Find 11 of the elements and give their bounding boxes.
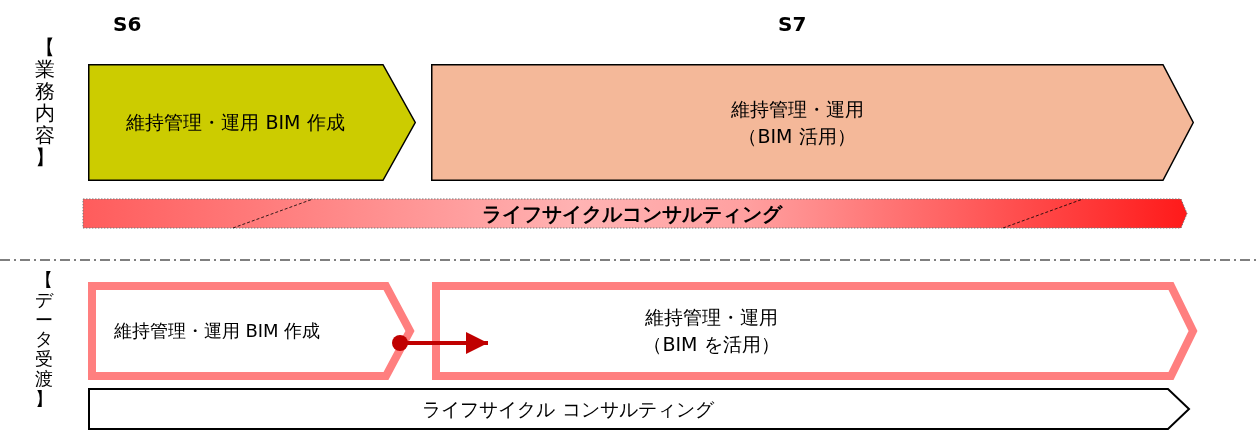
band-label: ライフサイクルコンサルティング [482, 200, 782, 228]
arrow [392, 332, 488, 354]
row-heading: 【業務内容】 [35, 36, 55, 168]
stage-label: S7 [778, 12, 807, 36]
box-label: ライフサイクル コンサルティング [422, 396, 714, 422]
box-label: 維持管理・運用 BIM 作成 [126, 110, 345, 136]
box-label: 維持管理・運用（BIM を活用） [642, 305, 781, 357]
box-label: 維持管理・運用（BIM 活用） [729, 96, 865, 149]
row-heading: 【データ受渡】 [35, 270, 53, 409]
box-label: 維持管理・運用 BIM 作成 [113, 319, 321, 344]
stage-label: S6 [113, 12, 142, 36]
